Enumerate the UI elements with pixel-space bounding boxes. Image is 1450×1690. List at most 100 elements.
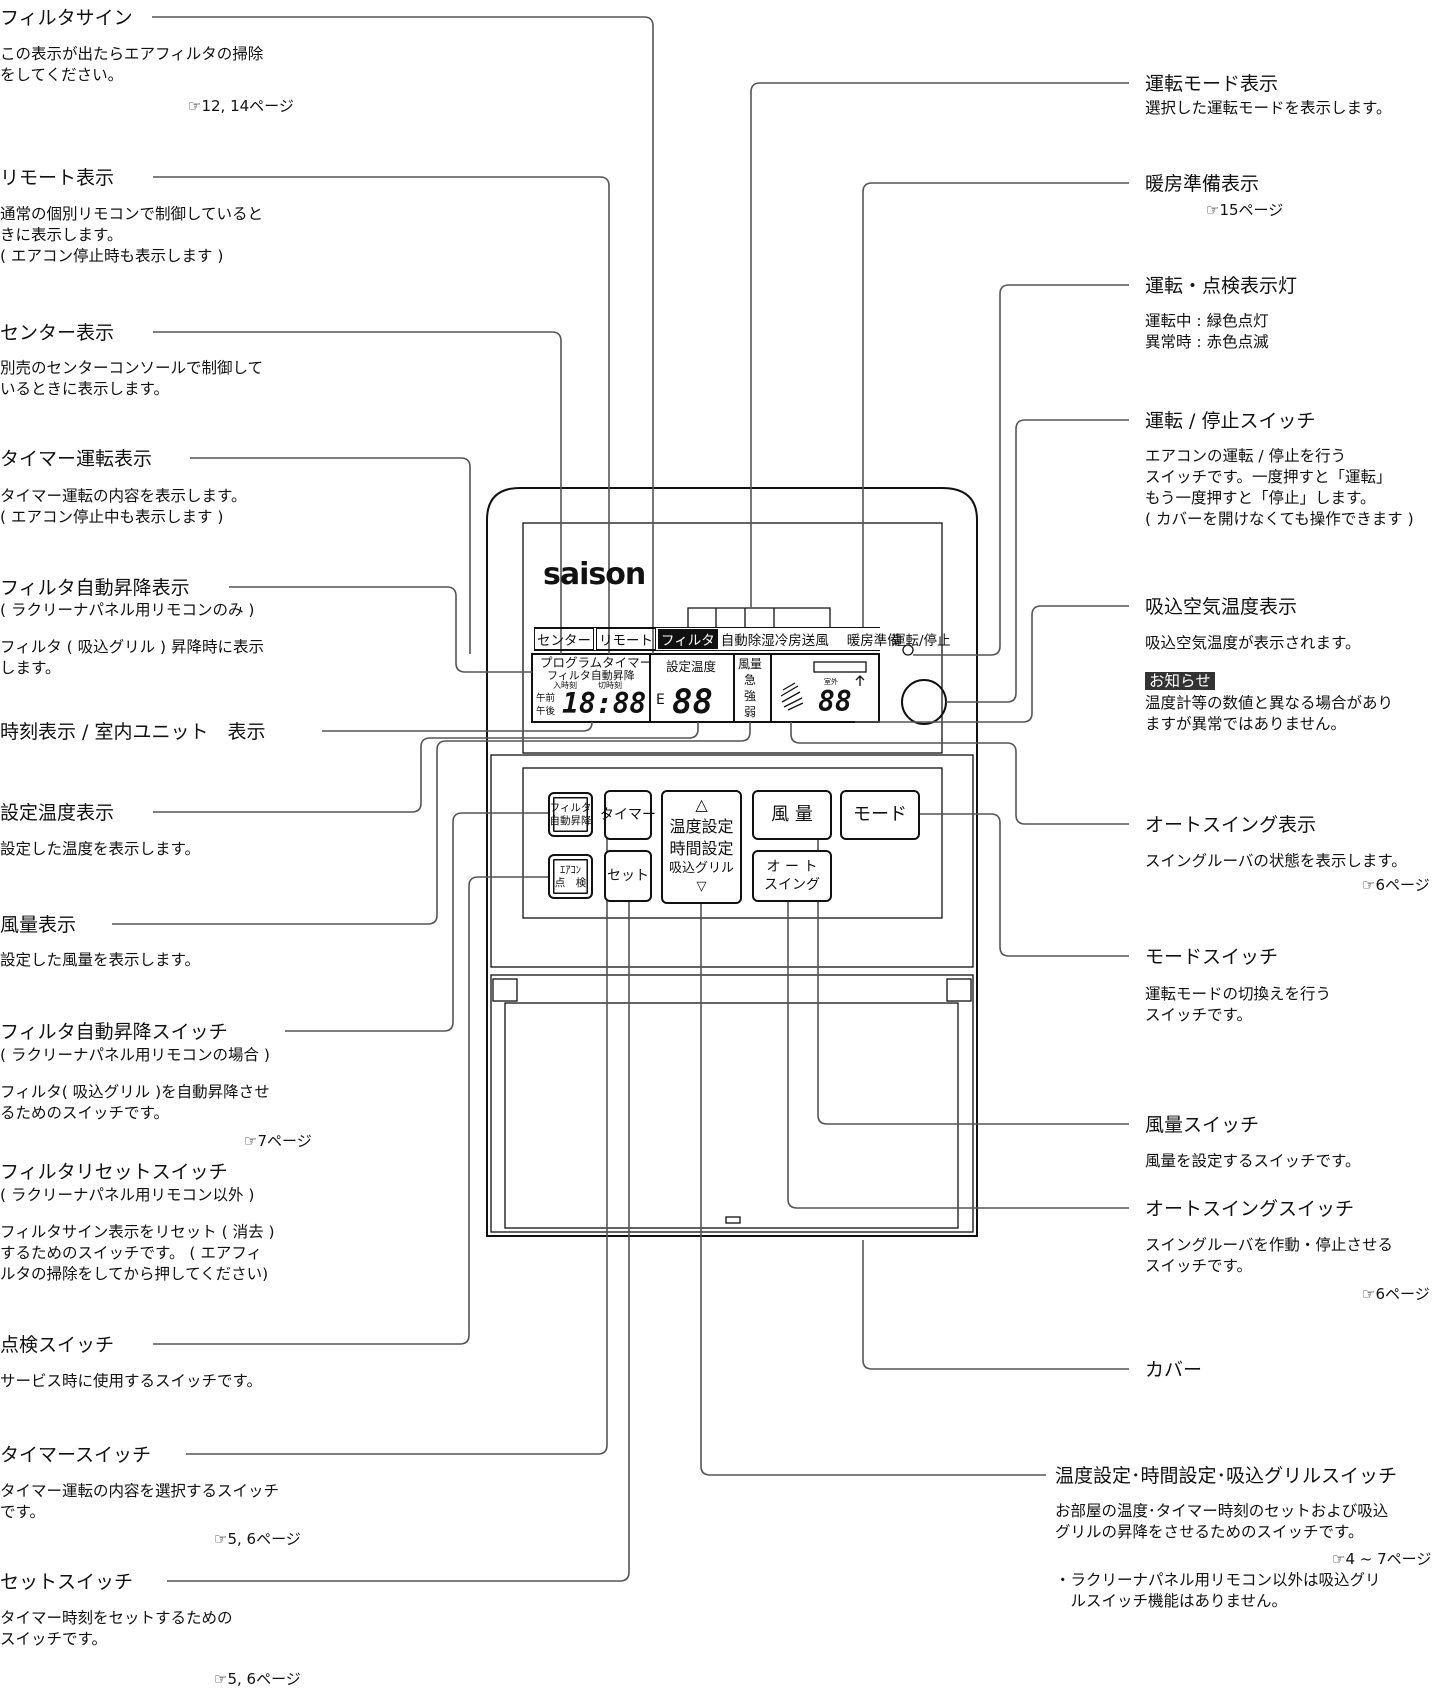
center-display-desc: 別売のセンターコンソールで制御して いるときに表示します。 <box>0 359 264 398</box>
fan-switch-title: 風量スイッチ <box>1145 1114 1260 1136</box>
intake-temp-display-badge: お知らせ <box>1145 671 1215 692</box>
run-stop-label: 運転/停止 <box>892 633 951 649</box>
grill-down-label: 吸込グリル ▽ <box>668 861 734 894</box>
filter-auto-lift-switch-desc: フィルタ( 吸込グリル )を自動昇降させ るためのスイッチです。 <box>0 1083 270 1122</box>
lcd-intake-box <box>770 653 880 723</box>
check-switch-title: 点検スイッチ <box>0 1334 115 1356</box>
set-temp-label: 設定温度 <box>666 659 717 674</box>
filter-auto-lift-button[interactable]: フィルタ 自動昇降 <box>548 792 593 837</box>
remote-display-desc: 通常の個別リモコンで制御していると きに表示します。 ( エアコン停止時も表示し… <box>0 205 264 265</box>
arrow-up-icon <box>855 675 865 686</box>
center-tag: センター <box>534 628 594 650</box>
preheat-tag: 暖房準備 <box>846 633 901 649</box>
fan-display-title: 風量表示 <box>0 914 77 936</box>
filter-auto-lift-display-sub: ( ラクリーナパネル用リモコンのみ ) <box>0 601 255 619</box>
run-lamp-desc: 運転中 : 緑色点灯 異常時 : 赤色点滅 <box>1145 312 1269 351</box>
filter-auto-lift-switch-title: フィルタ自動昇降スイッチ <box>0 1021 228 1043</box>
auto-swing-display-ref: ☞6ページ <box>1362 876 1430 894</box>
cover-latch <box>725 1216 741 1224</box>
filter-reset-switch-desc: フィルタサイン表示をリセット ( 消去 ) するためのスイッチです。 ( エアフ… <box>0 1223 275 1283</box>
clock-digits: 18:88 <box>562 687 647 720</box>
timer-run-display-title: タイマー運転表示 <box>0 448 153 470</box>
filter-sign-ref: ☞12, 14ページ <box>188 97 294 115</box>
auto-swing-button[interactable]: オ ー ト スイング <box>752 850 832 902</box>
timer-button[interactable]: タイマー <box>600 790 656 840</box>
run-stop-switch-desc: エアコンの運転 / 停止を行う スイッチです。一度押すと「運転」 もう一度押すと… <box>1145 447 1414 528</box>
intake-digits: 88 <box>818 685 852 718</box>
outdoor-text: 室外 <box>824 678 838 686</box>
program-timer-text: プログラムタイマー <box>540 655 653 670</box>
button-area-frame <box>522 767 943 919</box>
pm-text: 午後 <box>536 706 556 717</box>
auto-swing-display-desc: スイングルーバの状態を表示します。 <box>1145 852 1407 870</box>
mode-button[interactable]: モード <box>840 790 920 840</box>
temp-time-grill-switch-ref: ☞4 ~ 7ページ <box>1332 1550 1432 1568</box>
cover-inner <box>504 1002 959 1229</box>
fan-label: 風量 <box>738 657 763 671</box>
set-temp-display-desc: 設定した温度を表示します。 <box>0 840 200 858</box>
filter-reset-switch-title: フィルタリセットスイッチ <box>0 1161 228 1183</box>
e-mark: E <box>656 692 665 708</box>
cover-frame <box>490 974 974 1233</box>
lcd-bar <box>813 661 867 673</box>
set-temp-display-title: 設定温度表示 <box>0 802 115 824</box>
mode-switch-desc: 運転モードの切換えを行う スイッチです。 <box>1145 985 1332 1024</box>
remote-tag: リモート <box>596 628 656 650</box>
off-time-text: 切時刻 <box>598 681 622 690</box>
remote-display-title: リモート表示 <box>0 167 115 189</box>
fan-button[interactable]: 風 量 <box>752 790 832 840</box>
clock-display-title: 時刻表示 / 室内ユニット 表示 <box>0 721 266 743</box>
filter-tag: フィルタ <box>658 629 718 649</box>
preheat-display-title: 暖房準備表示 <box>1145 173 1260 195</box>
am-text: 午前 <box>536 693 556 704</box>
set-switch-ref: ☞5, 6ページ <box>214 1670 301 1688</box>
auto-swing-switch-ref: ☞6ページ <box>1362 1285 1430 1303</box>
brand-logo: saison <box>543 557 646 592</box>
timer-switch-desc: タイマー運転の内容を選択するスイッチ です。 <box>0 1482 280 1521</box>
hinge-right <box>946 978 972 1002</box>
fan-switch-desc: 風量を設定するスイッチです。 <box>1145 1152 1361 1170</box>
timer-run-display-desc: タイマー運転の内容を表示します。 ( エアコン停止中も表示します ) <box>0 487 247 526</box>
filter-sign-desc: この表示が出たらエアフィルタの掃除 をしてください。 <box>0 45 264 84</box>
timer-switch-ref: ☞5, 6ページ <box>214 1530 301 1548</box>
intake-temp-display-desc: 吸込空気温度が表示されます。 <box>1145 634 1361 652</box>
fan-levels: 急 強 弱 <box>744 673 757 719</box>
display-frame <box>522 522 943 754</box>
temp-time-grill-switch-note: ・ラクリーナパネル用リモコン以外は吸込グリ ルスイッチ機能はありません。 <box>1055 1571 1381 1610</box>
temp-time-grill-button[interactable]: △ 温度設定 時間設定 吸込グリル ▽ <box>661 790 742 904</box>
fan-display-desc: 設定した風量を表示します。 <box>0 951 200 969</box>
filter-auto-text: フィルタ自動昇降 <box>547 669 635 682</box>
run-lamp-title: 運転・点検表示灯 <box>1145 275 1298 297</box>
preheat-display-ref: ☞15ページ <box>1206 201 1284 219</box>
set-button[interactable]: セット <box>604 850 652 902</box>
auto-swing-switch-desc: スイングルーバを作動・停止させる スイッチです。 <box>1145 1236 1393 1275</box>
filter-sign-title: フィルタサイン <box>0 7 133 29</box>
modes-tag: 自動除湿冷房送風 <box>720 633 829 649</box>
button-panel-frame <box>490 754 974 968</box>
device-body <box>486 487 978 1237</box>
center-display-title: センター表示 <box>0 322 115 344</box>
hinge-left <box>492 978 518 1002</box>
run-lamp-led <box>902 644 914 656</box>
set-temp-digits: 88 <box>672 682 713 722</box>
filter-auto-lift-display-desc: フィルタ ( 吸込グリル ) 昇降時に表示 します。 <box>0 638 264 677</box>
status-row: センター リモート フィルタ 自動除湿冷房送風 暖房準備 <box>534 627 901 651</box>
swing-louver-icon <box>780 682 804 711</box>
ac-check-button[interactable]: ｴｱｺﾝ 点 検 <box>548 854 593 899</box>
timer-switch-title: タイマースイッチ <box>0 1444 152 1466</box>
mode-display-desc: 選択した運転モードを表示します。 <box>1145 99 1392 117</box>
temp-up-label: △ 温度設定 時間設定 <box>669 795 734 858</box>
on-time-text: 入時刻 <box>553 681 577 690</box>
filter-auto-lift-switch-sub: ( ラクリーナパネル用リモコンの場合 ) <box>0 1046 270 1064</box>
run-stop-switch-title: 運転 / 停止スイッチ <box>1145 410 1316 432</box>
filter-auto-lift-switch-ref: ☞7ページ <box>244 1132 312 1150</box>
intake-temp-display-title: 吸込空気温度表示 <box>1145 596 1298 618</box>
run-stop-button[interactable] <box>902 680 946 724</box>
set-switch-title: セットスイッチ <box>0 1571 134 1593</box>
auto-swing-switch-title: オートスイングスイッチ <box>1145 1198 1355 1220</box>
auto-swing-display-title: オートスイング表示 <box>1145 814 1317 836</box>
check-switch-desc: サービス時に使用するスイッチです。 <box>0 1372 262 1390</box>
mode-display-title: 運転モード表示 <box>1145 73 1279 95</box>
cover-title: カバー <box>1145 1359 1203 1381</box>
